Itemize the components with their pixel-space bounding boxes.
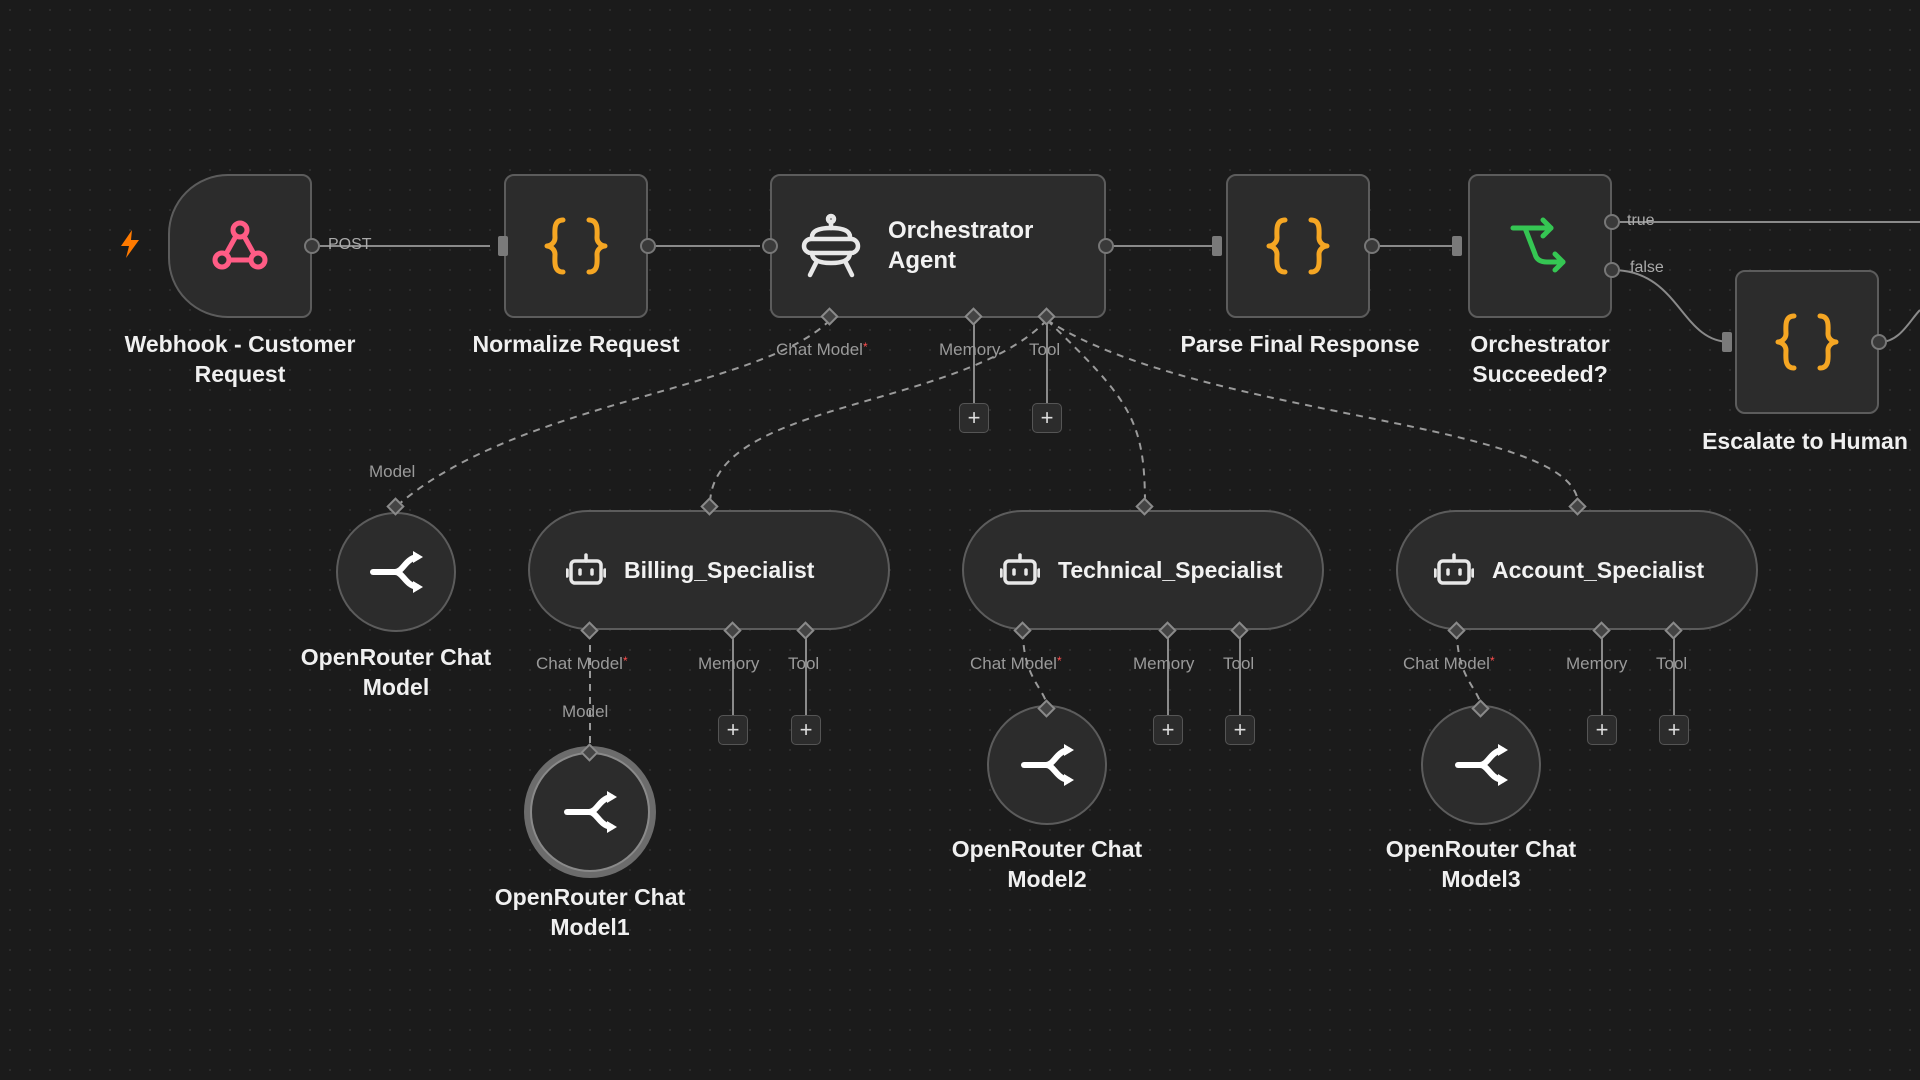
technical-tool-label: Tool [1223, 654, 1255, 673]
webhook-output-port[interactable] [304, 238, 320, 254]
or-model1-label: OpenRouter Chat Model1 [494, 884, 686, 940]
false-edge-label: false [1630, 259, 1664, 276]
robot-small-icon [1434, 553, 1474, 585]
orchestrator-tool-label: Tool [1029, 340, 1061, 359]
orchestrator-add-memory-button[interactable]: + [959, 403, 989, 433]
webhook-node[interactable] [168, 174, 312, 318]
or-model1-node[interactable] [530, 752, 650, 872]
robot-small-icon [1000, 553, 1040, 585]
billing-title: Billing_Specialist [624, 556, 815, 583]
lightning-icon [121, 230, 139, 258]
orchestrator-input-port[interactable] [762, 238, 778, 254]
account-memory-label: Memory [1566, 654, 1628, 673]
orchestrator-chatmodel-label: Chat Model* [776, 340, 868, 359]
code-braces-icon [1775, 313, 1839, 371]
escalate-input-port[interactable] [1722, 332, 1732, 352]
account-chatmodel-label: Chat Model* [1403, 654, 1495, 673]
or-model3-label: OpenRouter Chat Model3 [1385, 836, 1577, 892]
edge-account-model3 [1456, 631, 1482, 709]
parse-input-port[interactable] [1212, 236, 1222, 256]
parse-output-port[interactable] [1364, 238, 1380, 254]
true-edge-label: true [1627, 212, 1655, 229]
code-braces-icon [544, 217, 608, 275]
technical-add-tool-button[interactable]: + [1225, 715, 1255, 745]
or-model2-label: OpenRouter Chat Model2 [951, 836, 1143, 892]
or-model1-port-label: Model [562, 702, 609, 721]
normalize-input-port[interactable] [498, 236, 508, 256]
billing-memory-label: Memory [698, 654, 760, 673]
technical-node[interactable]: Technical_Specialist [962, 510, 1324, 630]
webhook-icon [212, 220, 268, 270]
succeeded-false-port[interactable] [1604, 262, 1620, 278]
or-model-port-label: Model [369, 462, 416, 481]
edge-orch-tool-account [1046, 319, 1580, 506]
orchestrator-node[interactable]: Orchestrator Agent [770, 174, 1106, 318]
technical-add-memory-button[interactable]: + [1153, 715, 1183, 745]
edge-technical-model2 [1022, 631, 1048, 709]
escalate-node[interactable] [1735, 270, 1879, 414]
technical-title: Technical_Specialist [1058, 556, 1283, 583]
account-add-tool-button[interactable]: + [1659, 715, 1689, 745]
orchestrator-title: Orchestrator Agent [888, 217, 1034, 274]
or-model-label: OpenRouter Chat Model [300, 644, 492, 700]
succeeded-true-port[interactable] [1604, 214, 1620, 230]
escalate-output-port[interactable] [1871, 334, 1887, 350]
or-model3-node[interactable] [1421, 705, 1541, 825]
billing-tool-label: Tool [788, 654, 820, 673]
edge-orch-chatmodel-dashed [397, 319, 831, 506]
openrouter-icon [1021, 744, 1074, 786]
edge-orch-tool-technical [1046, 319, 1146, 506]
code-braces-icon [1266, 217, 1330, 275]
robot-small-icon [566, 553, 606, 585]
normalize-output-port[interactable] [640, 238, 656, 254]
openrouter-icon [564, 791, 617, 833]
normalize-node[interactable] [504, 174, 648, 318]
normalize-label: Normalize Request [472, 331, 680, 357]
account-title: Account_Specialist [1492, 556, 1705, 583]
account-tool-label: Tool [1656, 654, 1688, 673]
billing-add-tool-button[interactable]: + [791, 715, 821, 745]
parse-label: Parse Final Response [1180, 331, 1420, 357]
orchestrator-memory-label: Memory [939, 340, 1001, 359]
billing-node[interactable]: Billing_Specialist [528, 510, 890, 630]
escalate-label: Escalate to Human [1702, 428, 1908, 454]
openrouter-icon [370, 551, 423, 593]
if-branch-icon [1510, 217, 1566, 273]
edge-false-escalate [1611, 269, 1731, 343]
succeeded-label: Orchestrator Succeeded? [1470, 331, 1610, 387]
openrouter-icon [1455, 744, 1508, 786]
technical-memory-label: Memory [1133, 654, 1195, 673]
orchestrator-output-port[interactable] [1098, 238, 1114, 254]
succeeded-input-port[interactable] [1452, 236, 1462, 256]
technical-chatmodel-label: Chat Model* [970, 654, 1062, 673]
orchestrator-add-tool-button[interactable]: + [1032, 403, 1062, 433]
parse-node[interactable] [1226, 174, 1370, 318]
webhook-label: Webhook - Customer Request [124, 331, 356, 387]
billing-add-memory-button[interactable]: + [718, 715, 748, 745]
billing-chatmodel-label: Chat Model* [536, 654, 628, 673]
account-add-memory-button[interactable]: + [1587, 715, 1617, 745]
succeeded-node[interactable] [1468, 174, 1612, 318]
or-model2-node[interactable] [987, 705, 1107, 825]
robot-icon [801, 213, 861, 278]
account-node[interactable]: Account_Specialist [1396, 510, 1758, 630]
or-model-node[interactable] [336, 512, 456, 632]
edge-orch-tool-billing [709, 319, 1048, 506]
post-edge-label: POST [328, 236, 372, 253]
